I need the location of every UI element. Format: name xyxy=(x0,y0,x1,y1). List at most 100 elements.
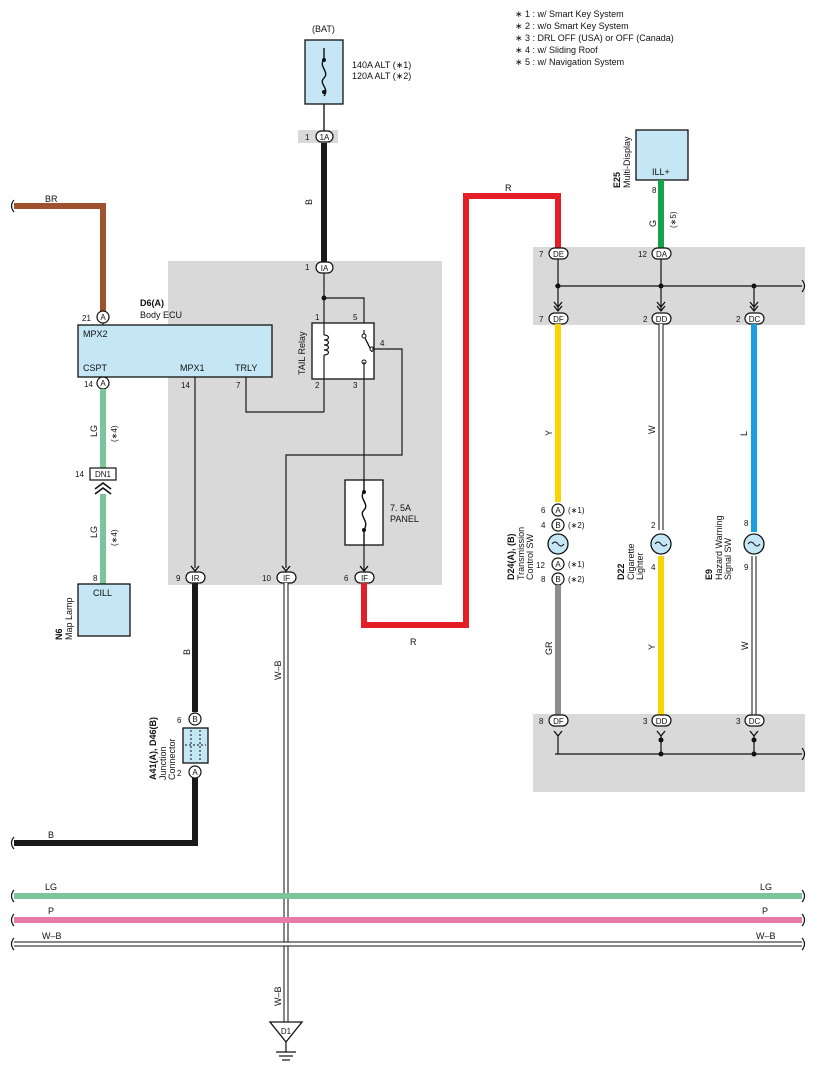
cig-pin-2: 4 xyxy=(651,563,656,572)
cig-name: Cigarette xyxy=(626,543,636,580)
jt-pin-3: 7 xyxy=(539,315,544,324)
wire-label-l: L xyxy=(739,431,749,436)
jc-pin-1: 6 xyxy=(177,716,182,725)
note-5: ∗ 5 : w/ Navigation System xyxy=(515,57,624,67)
notes: ∗ 1 : w/ Smart Key System ∗ 2 : w/o Smar… xyxy=(515,9,674,67)
trans-sw-id: D24(A), (B) xyxy=(506,533,516,580)
multi-display-name: Multi-Display xyxy=(622,136,632,188)
wire-label-y-1: Y xyxy=(544,430,554,436)
jc-name: Junction xyxy=(158,746,168,780)
tail-relay-box xyxy=(311,322,375,380)
wire-label-y-2: Y xyxy=(647,644,657,650)
dn1-conn: DN1 xyxy=(95,470,112,479)
ts-note-1: (∗1) xyxy=(568,506,585,515)
wire-label-lg-2: LG xyxy=(89,526,99,538)
relay-pin-3: 3 xyxy=(353,381,358,390)
ground-triangle xyxy=(268,1021,304,1044)
wire-label-b-top: B xyxy=(304,199,314,205)
panel-fuse-name: PANEL xyxy=(390,514,419,524)
wire-label-gr: GR xyxy=(544,641,554,655)
relay-top-pin: 1 xyxy=(305,263,310,272)
ts-pin-3: 12 xyxy=(536,561,545,570)
multi-display-terminal: ILL+ xyxy=(652,167,670,177)
ts-conn-3: A xyxy=(555,560,561,569)
hazard-name: Hazard Warning xyxy=(714,515,724,580)
wire-label-wb-mid: W–B xyxy=(273,660,283,680)
ecu-id: D6(A) xyxy=(140,298,164,308)
ecu-name: Body ECU xyxy=(140,310,182,320)
map-lamp-terminal: CILL xyxy=(93,588,112,598)
ecu-top-pin: 21 xyxy=(82,314,91,323)
panel-fuse-rating: 7. 5A xyxy=(390,503,411,513)
ts-conn-2: B xyxy=(555,521,560,530)
ecu-terminal-cspt: CSPT xyxy=(83,363,108,373)
relay-pin-4: 4 xyxy=(380,339,385,348)
bat-pin: 1 xyxy=(305,133,310,142)
wire-label-wb-low: W–B xyxy=(273,986,283,1006)
jc-id: A41(A), D46(B) xyxy=(148,717,158,780)
cig-id: D22 xyxy=(616,563,626,580)
trans-sw-name-2: Control SW xyxy=(525,533,535,580)
junction-bottom-panel xyxy=(533,714,805,792)
bus-label-wb-left: W–B xyxy=(42,931,62,941)
relay-bottom-right-conn: IF xyxy=(361,574,368,583)
panel-fuse-icon xyxy=(361,480,367,545)
wire-cond-lg-1: (∗4) xyxy=(110,425,119,442)
map-lamp-id: N6 xyxy=(54,628,64,640)
wire-label-w-1: W xyxy=(647,425,657,434)
wire-label-g: G xyxy=(648,220,658,227)
ts-note-2: (∗2) xyxy=(568,521,585,530)
ts-conn-4: B xyxy=(555,575,560,584)
jt-pin-1: 7 xyxy=(539,250,544,259)
multi-display-id: E25 xyxy=(612,172,622,188)
ts-note-4: (∗2) xyxy=(568,575,585,584)
relay-pin-2: 2 xyxy=(315,381,320,390)
wire-r xyxy=(361,193,561,628)
ts-note-3: (∗1) xyxy=(568,560,585,569)
ecu-terminal-mpx2: MPX2 xyxy=(83,329,108,339)
relay-bottom-mid-conn: IF xyxy=(283,574,290,583)
jb-pin-2: 3 xyxy=(643,717,648,726)
note-4: ∗ 4 : w/ Sliding Roof xyxy=(515,45,598,55)
note-1: ∗ 1 : w/ Smart Key System xyxy=(515,9,624,19)
map-lamp-pin: 8 xyxy=(93,574,98,583)
bus-label-lg-left: LG xyxy=(45,882,57,892)
relay-block-panel xyxy=(168,261,442,585)
map-lamp-name: Map Lamp xyxy=(64,597,74,640)
wire-label-lg-1: LG xyxy=(89,425,99,437)
ecu-terminal-mpx1: MPX1 xyxy=(180,363,205,373)
jb-conn-1: DF xyxy=(553,717,564,726)
jt-pin-2: 12 xyxy=(638,250,647,259)
jt-conn-3: DF xyxy=(553,315,564,324)
jt-conn-1: DE xyxy=(553,250,564,259)
trans-sw-name: Transmission xyxy=(516,527,526,580)
ts-conn-1: A xyxy=(555,506,561,515)
ecu-terminal-trly: TRLY xyxy=(235,363,257,373)
tail-relay-label: TAIL Relay xyxy=(297,331,307,375)
ecu-pin-trly: 7 xyxy=(236,381,241,390)
wire-label-b-mid: B xyxy=(182,649,192,655)
bat-fuse-icon xyxy=(321,48,327,97)
bat-label: (BAT) xyxy=(312,24,335,34)
bat-fuse-rating-2: 120A ALT (∗2) xyxy=(352,71,411,81)
inline-connector-icon xyxy=(94,482,112,495)
ground-id: D1 xyxy=(281,1027,292,1036)
cig-pin-1: 2 xyxy=(651,521,656,530)
jc-pin-2: 2 xyxy=(177,769,182,778)
jt-conn-5: DC xyxy=(749,315,761,324)
jt-pin-4: 2 xyxy=(643,315,648,324)
jc-name-2: Connector xyxy=(167,738,177,780)
wire-br xyxy=(14,203,106,311)
multi-display-box xyxy=(635,129,689,181)
bus-label-wb-right: W–B xyxy=(756,931,776,941)
relay-coil-icon xyxy=(323,334,330,356)
relay-bottom-mid-pin: 10 xyxy=(262,574,271,583)
note-2: ∗ 2 : w/o Smart Key System xyxy=(515,21,629,31)
junction-connector-box xyxy=(182,727,209,764)
note-3: ∗ 3 : DRL OFF (USA) or OFF (Canada) xyxy=(515,33,674,43)
bus-label-lg-right: LG xyxy=(760,882,772,892)
bus-label-p-left: P xyxy=(48,906,54,916)
hazard-name-2: Signal SW xyxy=(723,537,733,580)
wire-b-left xyxy=(14,778,198,846)
dn1-pin: 14 xyxy=(75,470,84,479)
